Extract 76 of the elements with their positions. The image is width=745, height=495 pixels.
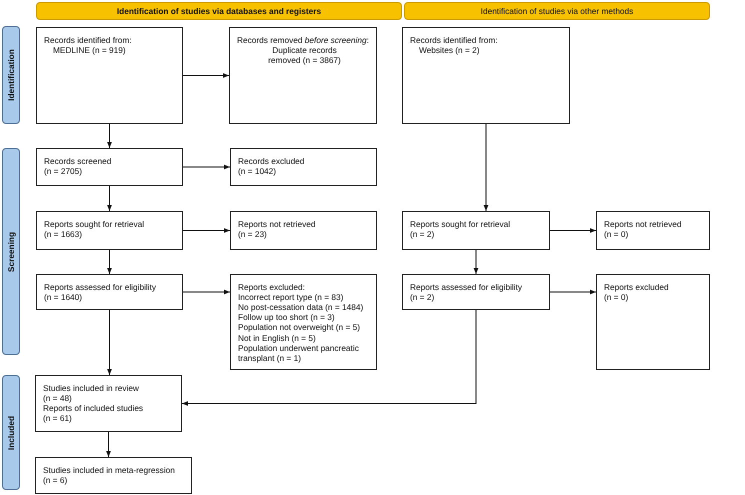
box-text: (n = 6) — [43, 475, 68, 486]
process-box — [230, 148, 377, 186]
process-box — [402, 211, 550, 250]
box-text: (n = 1663) — [44, 229, 84, 240]
box-text: Incorrect report type (n = 83) — [238, 292, 344, 302]
box-text: (n = 1640) — [44, 292, 84, 302]
process-box — [402, 27, 570, 124]
box-text: Reports of included studies — [43, 403, 144, 414]
box-text: (n = 0) — [604, 292, 630, 302]
arrow — [106, 432, 111, 458]
phase-text: Screening — [6, 231, 16, 272]
box-text: Follow up too short (n = 3) — [238, 312, 336, 322]
arrow — [474, 250, 478, 274]
phase-text: Identification — [6, 49, 16, 101]
arrow — [182, 73, 230, 78]
process-box — [36, 211, 183, 250]
box-text: Population not overweight (n = 5) — [238, 322, 361, 333]
box-heading: Reports assessed for eligibility — [44, 282, 158, 292]
box-heading: Reports excluded — [604, 282, 670, 292]
box-text: Not in English (n = 5) — [238, 332, 317, 343]
box-heading: Studies included in review — [43, 383, 140, 394]
process-box — [35, 457, 192, 494]
phase-label-bar — [2, 148, 20, 355]
process-box — [36, 27, 183, 124]
arrow — [182, 164, 230, 170]
box-text: (n = 2705) — [44, 166, 84, 176]
process-box — [230, 274, 377, 370]
box-heading: Reports excluded: — [238, 282, 306, 292]
arrow — [107, 250, 112, 274]
process-box — [36, 148, 183, 186]
box-heading: Reports not retrieved — [604, 219, 682, 230]
process-box — [596, 274, 710, 370]
process-box — [230, 211, 377, 250]
arrow — [107, 186, 112, 212]
arrow — [107, 310, 112, 376]
phase-text: Included — [6, 415, 16, 450]
box-heading: Reports assessed for eligibility — [410, 282, 524, 292]
box-heading: Records excluded — [238, 156, 306, 166]
box-text: No post-cessation data (n = 1484) — [238, 302, 364, 312]
box-text: (n = 23) — [238, 229, 268, 240]
box-text: Duplicate records removed (n = 3867) — [267, 45, 342, 66]
process-box — [36, 274, 183, 310]
phase-label-bar — [2, 375, 20, 490]
process-box — [229, 27, 377, 124]
box-text: MEDLINE (n = 919) — [52, 45, 127, 56]
arrow — [550, 228, 596, 233]
box-heading: Reports not retrieved — [238, 219, 316, 230]
box-heading: Reports sought for retrieval — [44, 219, 146, 230]
box-text: (n = 61) — [43, 413, 73, 424]
section-header — [404, 2, 710, 20]
box-text: (n = 2) — [410, 292, 436, 302]
box-heading: Reports sought for retrieval — [410, 219, 512, 230]
arrow — [182, 290, 230, 294]
process-box — [35, 375, 182, 432]
box-text: (n = 1042) — [238, 166, 278, 176]
box-heading: Records identified from: — [44, 35, 133, 46]
box-heading: Studies included in meta-regression — [43, 465, 176, 476]
header-text: Identification of studies via databases and registers — [116, 6, 322, 16]
box-heading: Records screened — [44, 156, 112, 166]
box-heading: Records identified from: — [410, 35, 499, 46]
section-header — [36, 2, 402, 20]
process-box — [596, 211, 710, 250]
arrow — [182, 310, 476, 406]
box-text: Population underwent pancreatic transplant (n = 1) — [238, 342, 360, 363]
box-heading: Records removed before screening: — [237, 35, 370, 46]
box-text: (n = 0) — [604, 229, 630, 240]
arrow — [484, 124, 488, 212]
process-box — [402, 274, 550, 310]
header-text: Identification of studies via other methods — [480, 6, 634, 16]
box-text: (n = 2) — [410, 229, 436, 240]
arrow — [182, 228, 230, 233]
arrow — [550, 290, 596, 294]
box-text: (n = 48) — [43, 393, 73, 404]
phase-label-bar — [2, 26, 20, 124]
arrow — [107, 124, 112, 148]
box-text: Websites (n = 2) — [418, 45, 480, 56]
